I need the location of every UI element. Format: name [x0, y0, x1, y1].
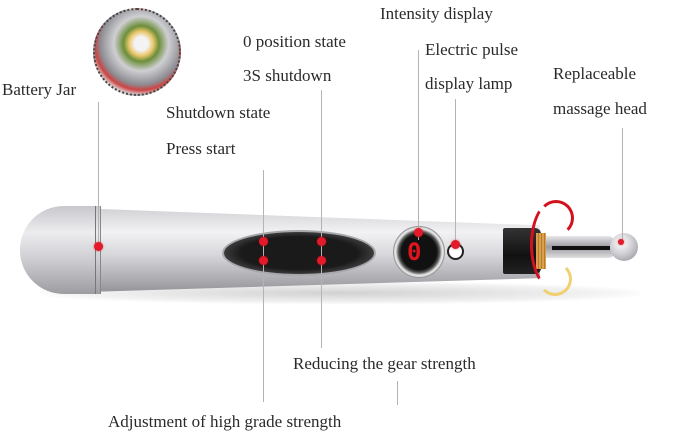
rotate-arrow-top-icon — [538, 200, 574, 236]
rotate-arrow-bottom-icon — [538, 262, 572, 296]
label-battery-jar: Battery Jar — [2, 80, 77, 99]
marker-minus-button-top — [317, 237, 326, 246]
label-shutdown-state: Shutdown state — [166, 103, 271, 122]
button-panel — [222, 230, 376, 276]
marker-plus-button-bottom — [259, 256, 268, 265]
massage-head-stripe — [552, 246, 610, 250]
label-replaceable: Replaceable — [553, 64, 637, 83]
pen-battery-cap — [20, 206, 100, 294]
leader-intensity-display — [418, 50, 419, 240]
label-display-lamp: display lamp — [425, 74, 513, 93]
marker-plus-button-top — [259, 237, 268, 246]
marker-minus-button-bottom — [317, 256, 326, 265]
label-reducing-gear-strength: Reducing the gear strength — [293, 354, 476, 373]
leader-reducing-gear — [321, 90, 322, 348]
marker-pulse-lamp — [451, 240, 460, 249]
leader-pulse-lamp — [455, 99, 456, 244]
leader-adjustment-high — [263, 170, 264, 402]
label-zero-position-state: 0 position state — [243, 32, 346, 51]
leader-reducing-gear-lower — [397, 381, 398, 405]
battery-jar-inset-image — [93, 8, 181, 96]
label-adjustment-high-grade-strength: Adjustment of high grade strength — [108, 412, 342, 431]
label-3s-shutdown: 3S shutdown — [243, 66, 332, 85]
marker-battery-jar — [94, 242, 103, 251]
marker-intensity-display — [414, 228, 423, 237]
label-massage-head: massage head — [553, 99, 647, 118]
leader-massage-head — [622, 128, 623, 240]
label-electric-pulse: Electric pulse — [425, 40, 518, 59]
intensity-digit: 0 — [407, 238, 422, 266]
label-press-start: Press start — [166, 139, 236, 158]
massage-head-ball — [610, 233, 638, 261]
marker-massage-head — [618, 239, 624, 245]
leader-battery-jar — [98, 102, 99, 246]
rotate-arrow-icon — [530, 202, 572, 288]
label-intensity-display: Intensity display — [380, 4, 493, 23]
